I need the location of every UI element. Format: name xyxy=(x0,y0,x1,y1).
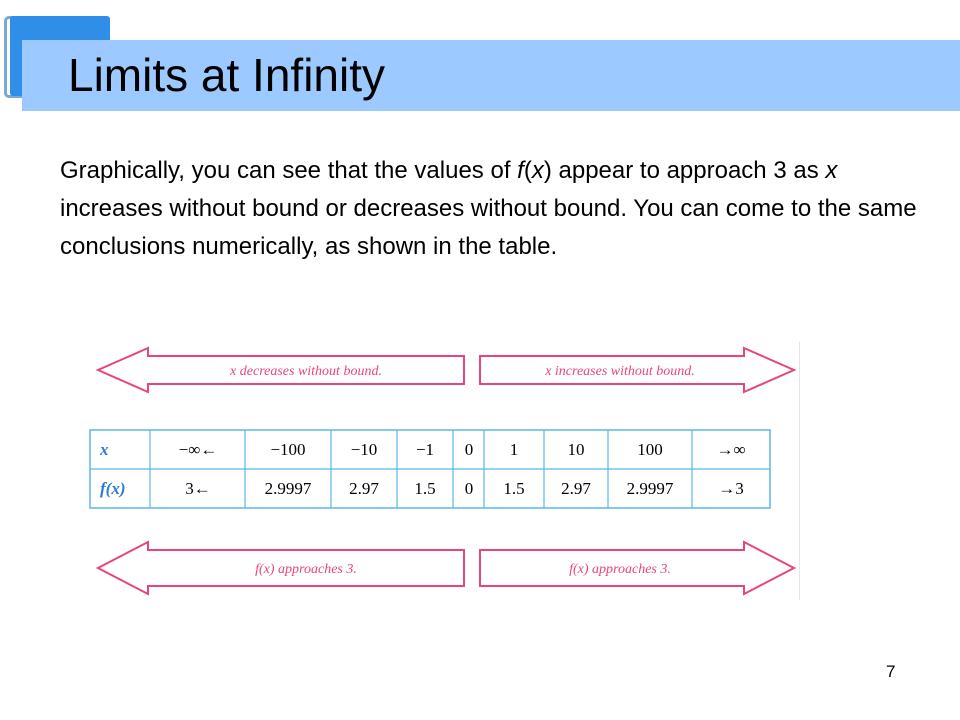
top-left-arrow-shape xyxy=(95,346,465,394)
values-table: x f(x) −∞← −100 −10 −1 0 1 10 100 →∞ 3← … xyxy=(89,429,771,509)
title-bar xyxy=(22,40,960,111)
x-variable: x xyxy=(825,157,838,184)
bottom-right-arrow-shape xyxy=(479,540,797,596)
fx-value-cell: →3 xyxy=(718,479,744,498)
x-value-cell: 0 xyxy=(465,440,474,459)
x-value-cell: 100 xyxy=(637,440,663,459)
x-value-cell: 10 xyxy=(568,440,585,459)
bottom-left-arrow-shape xyxy=(95,540,465,596)
fx-value-cell: 1.5 xyxy=(503,479,524,498)
body-paragraph: Graphically, you can see that the values… xyxy=(60,152,920,266)
fx-value-cell: 2.97 xyxy=(349,479,379,498)
limits-figure: x decreases without bound. x increases w… xyxy=(88,342,800,600)
row-header-fx: f(x) xyxy=(100,479,125,498)
fx-value-cell: 0 xyxy=(465,479,474,498)
x-value-cell: −∞← xyxy=(179,440,218,459)
fx-value-cell: 2.9997 xyxy=(627,479,674,498)
row-header-x: x xyxy=(99,440,109,459)
fx-value-cell: 2.97 xyxy=(561,479,591,498)
x-value-cell: −1 xyxy=(416,440,434,459)
x-value-cell: −100 xyxy=(270,440,305,459)
fx-value-cell: 2.9997 xyxy=(265,479,312,498)
fx-function-letter: f xyxy=(517,157,524,184)
top-left-arrow-label: x decreases without bound. xyxy=(229,364,382,379)
body-text-part-2: appear to approach 3 as xyxy=(551,157,826,184)
figure-right-edge xyxy=(799,342,800,600)
x-value-cell: →∞ xyxy=(716,440,745,459)
fx-close-paren: ) xyxy=(543,157,552,184)
body-text-part-1: Graphically, you can see that the values… xyxy=(60,157,518,184)
fx-open-paren: ( xyxy=(523,157,532,184)
slide-number: 7 xyxy=(886,662,896,681)
top-right-arrow-shape xyxy=(479,346,797,394)
slide-title: Limits at Infinity xyxy=(68,49,385,101)
top-right-arrow-label: x increases without bound. xyxy=(544,364,695,379)
fx-value-cell: 3← xyxy=(185,479,211,498)
body-text-part-3: increases without bound or decreases wit… xyxy=(60,195,917,260)
fx-value-cell: 1.5 xyxy=(414,479,435,498)
fx-variable: x xyxy=(531,157,544,184)
bottom-right-arrow-label: f(x) approaches 3. xyxy=(569,562,671,577)
bottom-left-arrow-label: f(x) approaches 3. xyxy=(255,562,357,577)
x-value-cell: −10 xyxy=(351,440,378,459)
figure-svg: x decreases without bound. x increases w… xyxy=(89,346,797,596)
x-value-cell: 1 xyxy=(510,440,519,459)
